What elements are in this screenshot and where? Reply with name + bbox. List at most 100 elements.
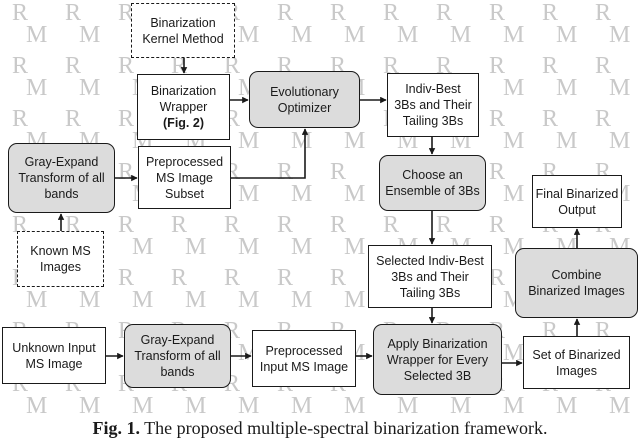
unknown-input-ms-image-box: Unknown Input MS Image — [2, 327, 106, 384]
watermark-letter: M — [132, 287, 153, 313]
box-line: Optimizer — [277, 100, 332, 115]
watermark-letter: R — [542, 106, 558, 132]
watermark-letter: M — [397, 22, 418, 48]
box-line: Selected 3B — [403, 368, 472, 383]
watermark-letter: R — [65, 106, 81, 132]
box-line: Combine — [551, 268, 602, 282]
box-line: Binarized Images — [528, 284, 625, 298]
watermark-letter: M — [26, 75, 47, 101]
watermark-letter: R — [224, 265, 240, 291]
watermark-letter: M — [344, 128, 365, 154]
watermark-letter: M — [556, 128, 577, 154]
box-line: Preprocessed — [265, 343, 343, 358]
box-line: MS Image — [25, 356, 83, 371]
box-line: Indiv-Best — [405, 82, 461, 96]
watermark-letter: R — [118, 106, 134, 132]
watermark-letter: M — [503, 75, 524, 101]
watermark-letter: R — [224, 212, 240, 238]
watermark-letter: M — [609, 22, 630, 48]
watermark-letter: R — [12, 0, 28, 26]
box-line: Wrapper for Every — [386, 352, 489, 367]
box-line: Choose an — [402, 168, 463, 182]
watermark-letter: R — [330, 0, 346, 26]
watermark-letter: R — [489, 212, 505, 238]
watermark-letter: M — [291, 287, 312, 313]
watermark-letter: M — [26, 287, 47, 313]
watermark-letter: R — [383, 0, 399, 26]
combine-binarized-images-box: Combine Binarized Images — [515, 248, 638, 318]
watermark-letter: M — [79, 75, 100, 101]
watermark-letter: R — [330, 159, 346, 185]
watermark-letter: R — [118, 0, 134, 26]
watermark-letter: R — [65, 53, 81, 79]
watermark-letter: R — [595, 0, 611, 26]
watermark-letter: M — [291, 22, 312, 48]
watermark-letter: R — [489, 159, 505, 185]
watermark-letter: R — [118, 265, 134, 291]
box-line: Images — [556, 363, 597, 378]
watermark-letter: M — [79, 287, 100, 313]
watermark-letter: R — [489, 265, 505, 291]
box-line: Wrapper — [159, 100, 208, 114]
box-line: Subset — [165, 186, 204, 201]
box-line: Gray-Expand — [140, 333, 215, 347]
watermark-letter: R — [277, 265, 293, 291]
watermark-letter: R — [277, 212, 293, 238]
watermark-letter: R — [595, 106, 611, 132]
box-line: Kernel Method — [142, 31, 224, 46]
watermark-letter: M — [450, 393, 471, 419]
box-line: Binarization — [150, 15, 216, 30]
watermark-letter: M — [291, 128, 312, 154]
watermark-letter: M — [26, 393, 47, 419]
watermark-letter: R — [330, 265, 346, 291]
choose-ensemble-box: Choose an Ensemble of 3Bs — [379, 155, 486, 211]
box-line: bands — [160, 365, 195, 379]
watermark-letter: R — [118, 53, 134, 79]
box-line: Set of Binarized — [532, 347, 621, 362]
box-line: Transform of all — [18, 171, 105, 185]
box-line: Known MS — [30, 244, 91, 258]
watermark-letter: R — [542, 53, 558, 79]
watermark-letter: R — [542, 0, 558, 26]
box-line: Gray-Expand — [24, 155, 99, 169]
caption-label: Fig. 1. — [92, 418, 140, 438]
watermark-letter: M — [291, 234, 312, 260]
watermark-letter: R — [330, 212, 346, 238]
watermark-letter: M — [26, 22, 47, 48]
box-line: Final Binarized — [535, 186, 619, 201]
watermark-letter: R — [436, 0, 452, 26]
watermark-letter: M — [609, 393, 630, 419]
watermark-letter: M — [344, 287, 365, 313]
watermark-letter: M — [291, 181, 312, 207]
watermark-letter: R — [12, 53, 28, 79]
watermark-letter: M — [503, 128, 524, 154]
watermark-letter: M — [79, 22, 100, 48]
watermark-letter: R — [489, 106, 505, 132]
watermark-letter: M — [397, 393, 418, 419]
watermark-letter: M — [344, 181, 365, 207]
figure-caption: Fig. 1. The proposed multiple-spectral b… — [0, 418, 640, 439]
box-line: MS Image — [156, 170, 213, 185]
box-line: Output — [558, 202, 596, 217]
preprocessed-ms-image-subset-box: Preprocessed MS Image Subset — [138, 146, 231, 209]
box-line: Tailing 3Bs — [402, 114, 464, 128]
box-line: Tailing 3Bs — [399, 285, 461, 300]
watermark-letter: R — [224, 53, 240, 79]
figure-reference: (Fig. 2) — [163, 116, 204, 130]
binarization-wrapper-box: Binarization Wrapper (Fig. 2) — [137, 74, 230, 140]
watermark-letter: M — [132, 393, 153, 419]
watermark-letter: R — [171, 265, 187, 291]
box-line: bands — [44, 187, 79, 201]
box-line: Unknown Input — [12, 340, 96, 355]
watermark-letter: M — [185, 393, 206, 419]
preprocessed-input-ms-image-box: Preprocessed Input MS Image — [252, 330, 356, 387]
gray-expand-transform-box-top: Gray-Expand Transform of all bands — [8, 143, 115, 213]
watermark-letter: R — [65, 0, 81, 26]
watermark-letter: M — [238, 393, 259, 419]
watermark-letter: M — [503, 22, 524, 48]
watermark-letter: M — [132, 234, 153, 260]
caption-text: The proposed multiple-spectral binarizat… — [144, 418, 548, 438]
watermark-letter: M — [503, 181, 524, 207]
box-line: Input MS Image — [259, 359, 349, 374]
watermark-letter: M — [503, 393, 524, 419]
